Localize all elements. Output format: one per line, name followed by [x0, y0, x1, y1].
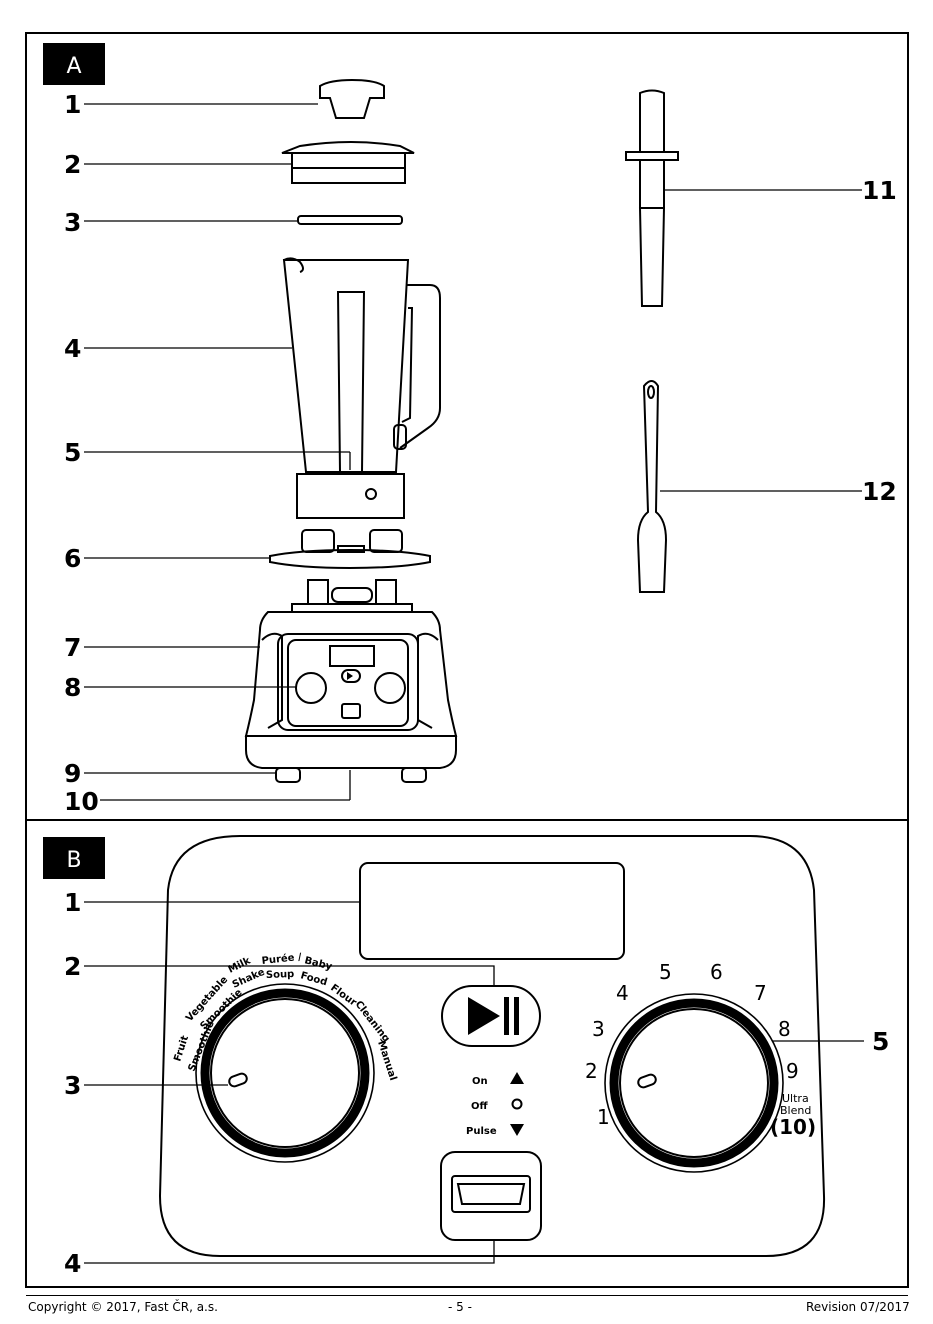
speed-4: 4 [616, 981, 629, 1005]
program-manual: Manual [375, 1040, 398, 1083]
callout-a-7: 7 [64, 633, 81, 662]
panel-a-frame [26, 33, 908, 820]
label-off: Off [471, 1101, 489, 1112]
footer-page-number: - 5 - [448, 1300, 472, 1314]
blender-exploded-view [246, 80, 678, 782]
base-program-knob [296, 673, 326, 703]
panel-a-tag: A [66, 54, 81, 79]
base-foot [276, 768, 300, 782]
seal-ring [298, 216, 402, 224]
jar-rib [338, 292, 364, 472]
speed-knob [620, 1009, 768, 1157]
footer-copyright: Copyright © 2017, Fast ČR, a.s. [28, 1300, 218, 1314]
base-bottom [246, 736, 456, 768]
tamper-top [640, 91, 664, 153]
pause-icon [504, 997, 509, 1035]
speed-3: 3 [592, 1017, 605, 1041]
program-knob [211, 999, 359, 1147]
label-on: On [472, 1076, 488, 1087]
play-icon [468, 997, 500, 1035]
display-window [360, 863, 624, 959]
off-circle-icon [513, 1100, 522, 1109]
control-panel-drawing [160, 836, 824, 1256]
callout-a-12: 12 [862, 477, 897, 506]
callout-a-6: 6 [64, 544, 81, 573]
footer-rule [26, 1295, 908, 1296]
speed-1: 1 [597, 1105, 610, 1129]
lid-cap [320, 80, 384, 118]
callout-b-5: 5 [872, 1027, 889, 1056]
speed-5: 5 [659, 960, 672, 984]
speed-7: 7 [754, 981, 767, 1005]
tamper-shaft [640, 208, 664, 306]
panel-b-tag: B [66, 848, 81, 873]
pulse-arrow-icon [510, 1124, 524, 1136]
speed-8: 8 [778, 1017, 791, 1041]
callout-b-4: 4 [64, 1249, 81, 1278]
callout-b-3: 3 [64, 1071, 81, 1100]
callout-b-1: 1 [64, 888, 81, 917]
program-soup: Soup [266, 969, 295, 981]
callout-a-2: 2 [64, 150, 81, 179]
panel-a-leaders [84, 104, 862, 800]
callout-b-2: 2 [64, 952, 81, 981]
speed-ten: (10) [770, 1115, 816, 1139]
callout-a-8: 8 [64, 673, 81, 702]
callout-a-1: 1 [64, 90, 81, 119]
speed-2: 2 [585, 1059, 598, 1083]
speed-9: 9 [786, 1059, 799, 1083]
on-off-pulse-switch [441, 1152, 541, 1240]
spatula [638, 381, 666, 592]
jar-base [297, 474, 404, 518]
speed-6: 6 [710, 960, 723, 984]
on-arrow-icon [510, 1072, 524, 1084]
panel-b-frame [26, 820, 908, 1287]
base-display [330, 646, 374, 666]
program-baby: Baby [303, 955, 333, 973]
callout-a-10: 10 [64, 787, 99, 816]
lid-top [282, 142, 414, 153]
program-fruit: Fruit [172, 1034, 191, 1063]
program-puree: Purée / [261, 951, 302, 967]
callout-a-4: 4 [64, 334, 81, 363]
callout-a-5: 5 [64, 438, 81, 467]
callout-a-9: 9 [64, 759, 81, 788]
callout-a-11: 11 [862, 176, 897, 205]
callout-a-3: 3 [64, 208, 81, 237]
panel-a-callouts: 1 2 3 4 5 6 7 8 9 10 11 12 [64, 90, 897, 816]
footer-revision: Revision 07/2017 [806, 1300, 910, 1314]
label-pulse: Pulse [466, 1126, 497, 1137]
switch-labels: On Off Pulse [466, 1076, 497, 1137]
base-speed-knob [375, 673, 405, 703]
